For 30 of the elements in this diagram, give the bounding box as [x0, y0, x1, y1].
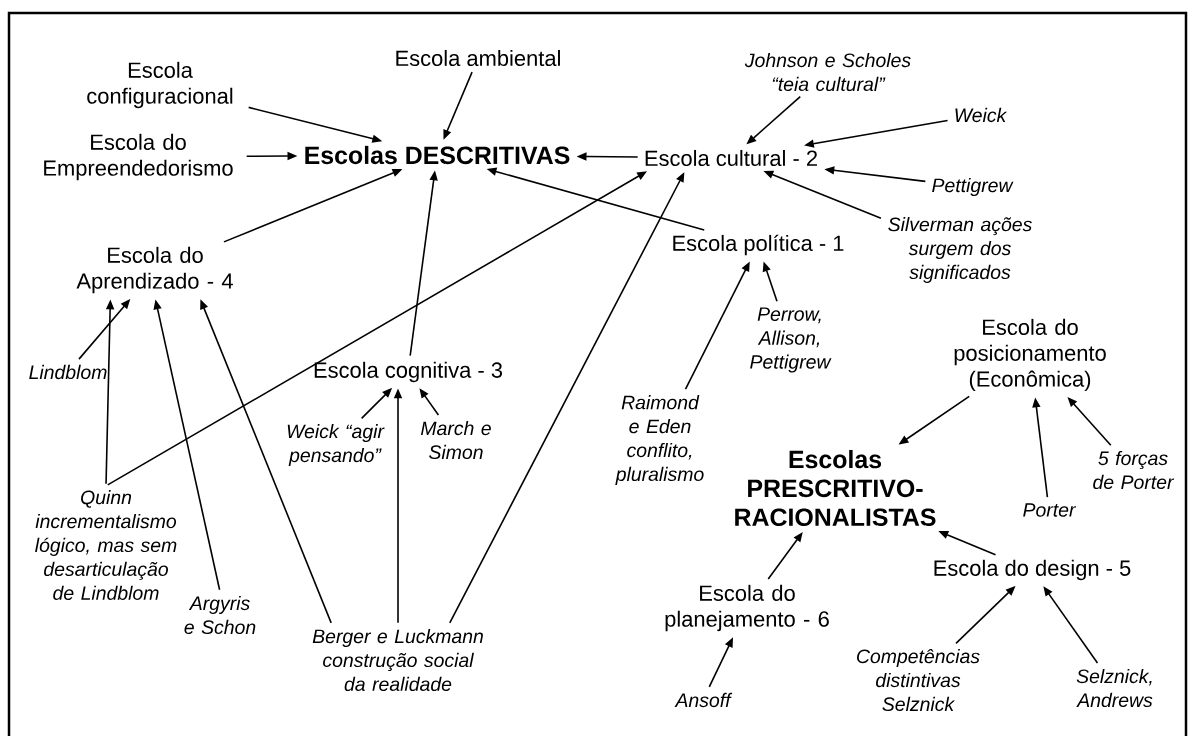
- author-label: Johnson e Scholes “teia cultural”: [744, 52, 911, 92]
- group-heading: Escolas PRESCRITIVO-RACIONALISTAS: [735, 449, 936, 527]
- author-label: Weick: [955, 107, 1008, 123]
- school-label: Escola cultural - 2: [645, 149, 817, 167]
- author-label: Quinn incrementalismo lógico, mas sem desarticulação de Lindblom: [35, 490, 177, 600]
- author-label: Berger e Luckmann construção social da realidade: [312, 628, 483, 692]
- author-label: Silverman ações surgem dos significados: [888, 217, 1032, 283]
- author-label: Selznick, Andrews: [1076, 668, 1153, 708]
- school-label: Escola ambiental: [396, 49, 560, 67]
- author-label: Porter: [1023, 503, 1077, 517]
- school-label: Escola cognitiva - 3: [314, 361, 503, 383]
- author-label: Perrow, Allison, Pettigrew: [750, 307, 832, 373]
- school-label: Escola do Empreendedorismo: [44, 133, 233, 181]
- author-label: Ansoff: [674, 692, 733, 708]
- author-label: Argyris e Schon: [184, 595, 256, 635]
- author-label: Weick “agir pensando”: [287, 424, 385, 466]
- school-label: Escola política - 1: [673, 234, 844, 256]
- author-label: March e Simon: [420, 420, 491, 460]
- school-label: Escola do planejamento - 6: [665, 584, 829, 632]
- author-label: Pettigrew: [932, 177, 1014, 197]
- author-label: 5 forças de Porter: [1093, 450, 1175, 490]
- author-label: Raimond e Eden conflito, pluralismo: [615, 395, 704, 485]
- school-label: Escola configuracional: [87, 61, 233, 109]
- school-label: Escola do posicionamento (Econômica): [954, 318, 1106, 392]
- arrow: [106, 171, 647, 486]
- school-label: Escola do design - 5: [934, 559, 1131, 581]
- author-label: Lindblom: [29, 364, 107, 380]
- group-heading: Escolas DESCRITIVAS: [305, 145, 570, 165]
- school-label: Escola do Aprendizado - 4: [76, 246, 233, 294]
- author-label: Competências distintivas Selznick: [857, 648, 980, 712]
